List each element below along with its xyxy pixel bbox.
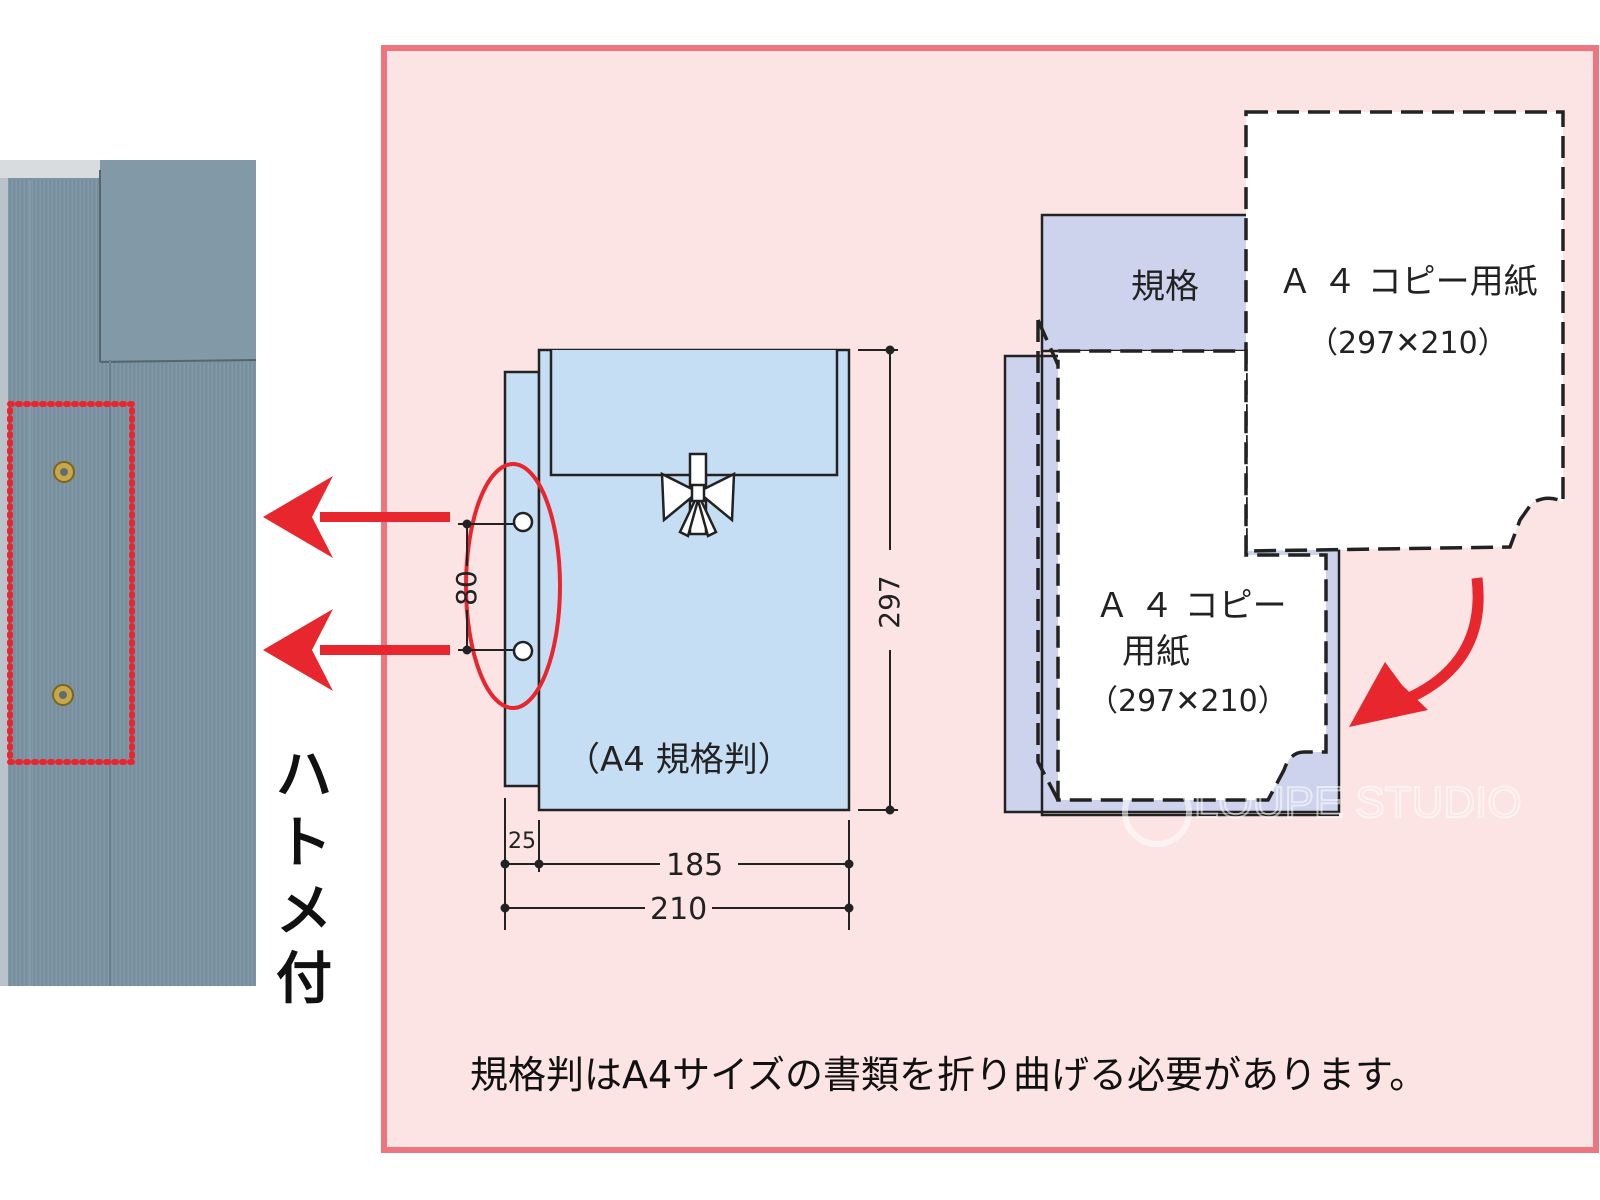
- binding-hole-top: [512, 511, 534, 533]
- svg-text:LOUPE STUDIO: LOUPE STUDIO: [1194, 778, 1522, 827]
- fold-arrow: [1406, 577, 1484, 703]
- binding-hole-bottom: [512, 640, 534, 662]
- paper-bottom-label-line2: 用紙: [1122, 632, 1190, 672]
- arrow-head-bottom: [263, 609, 333, 691]
- holes-highlight-ellipse: [464, 462, 562, 710]
- dimension-hole-spacing: 80: [450, 570, 483, 606]
- string-tie-icon: [660, 452, 736, 538]
- paper-bottom-label-line3: （297✕210）: [1088, 684, 1288, 719]
- eyelet-highlight-box: [7, 401, 135, 765]
- paper-bottom-label-line1: Ａ ４ コピー: [1095, 586, 1287, 626]
- envelope-diagram: [458, 345, 898, 930]
- dimension-margin: 25: [508, 829, 536, 854]
- note-text: 規格判はA4サイズの書類を折り曲げる必要があります。: [470, 1053, 1428, 1097]
- arrow-to-photo-group: [263, 476, 450, 691]
- paper-top-label-line1: Ａ ４ コピー用紙: [1278, 262, 1538, 302]
- arrow-shaft-top: [320, 512, 450, 522]
- dimension-height: 297: [873, 575, 906, 629]
- dimension-inner-width: 185: [666, 848, 724, 883]
- dimension-total-width: 210: [650, 892, 708, 927]
- watermark: LOUPE STUDIO: [1122, 777, 1523, 847]
- paper-bottom: [1036, 319, 1328, 802]
- binder-photo: [0, 160, 257, 986]
- fold-diagram: LOUPE STUDIO: [1003, 110, 1565, 847]
- paper-top-label-line2: （297✕210）: [1308, 326, 1508, 361]
- envelope-caption: （A4 規格判）: [566, 740, 792, 780]
- arrow-shaft-bottom: [320, 645, 450, 655]
- standard-size-label: 規格: [1131, 267, 1199, 307]
- paper-top: [1244, 110, 1565, 553]
- eyelet-label: ハトメ付: [276, 743, 332, 1012]
- arrow-head-top: [263, 476, 333, 558]
